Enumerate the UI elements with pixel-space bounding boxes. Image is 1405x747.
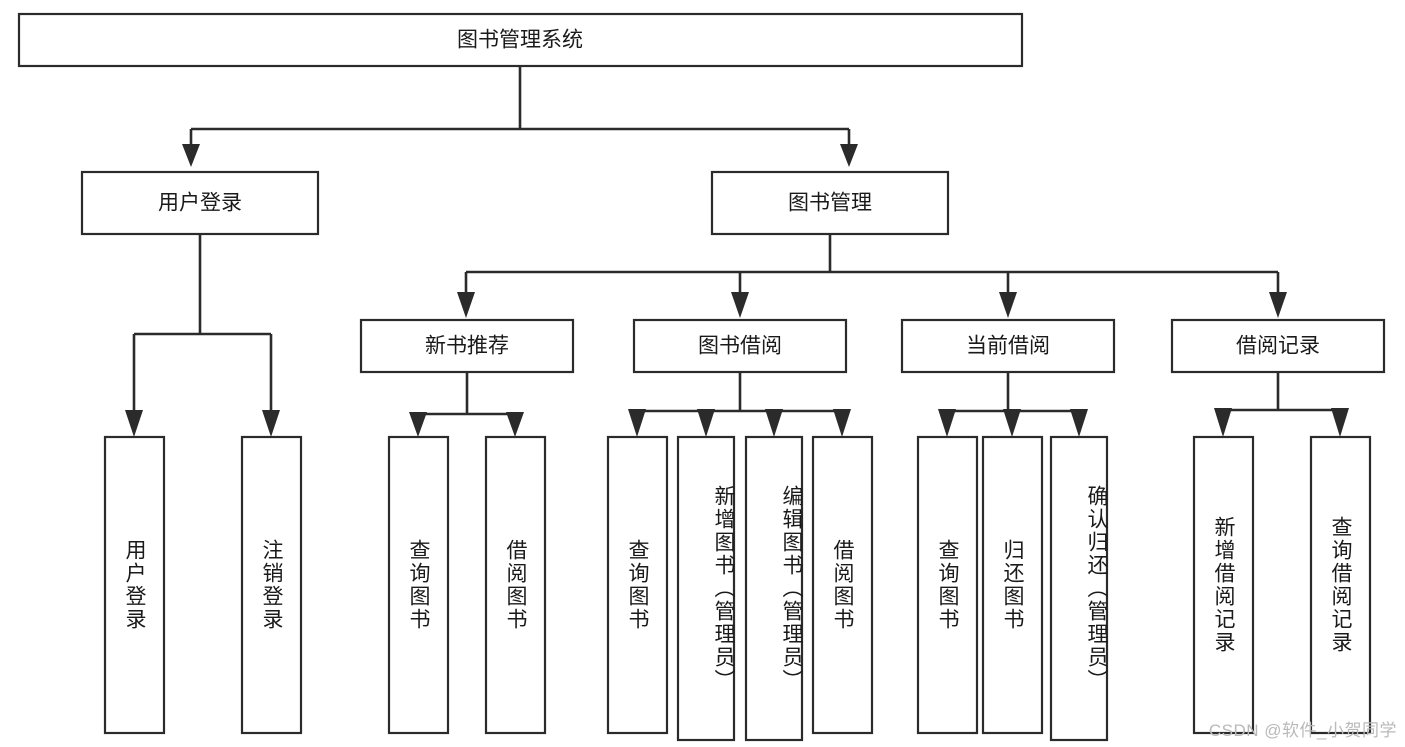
arrowhead-bookmgmt-icon (840, 144, 858, 167)
leaf-box-current-confirm[interactable] (1049, 435, 1109, 742)
arrowhead-userlogin-icon (182, 144, 200, 167)
arrowhead-book-borrow-icon (731, 292, 749, 318)
node-book-borrow-label: 图书借阅 (698, 335, 782, 358)
node-book-borrow[interactable] (632, 318, 848, 374)
leaf-box-newbook-borrow[interactable] (484, 435, 547, 735)
node-borrow-record-label: 借阅记录 (1236, 335, 1320, 358)
node-root-system[interactable] (17, 12, 1024, 68)
arrowhead-currentborrow-leaf2-icon (1003, 409, 1021, 437)
arrowhead-currentborrow-leaf1-icon (938, 409, 956, 437)
node-new-book-recommend-label: 新书推荐 (425, 335, 509, 358)
leaf-box-current-query[interactable] (916, 435, 979, 735)
arrowhead-newbook-leaf1-icon (409, 412, 427, 437)
node-current-borrow[interactable] (900, 318, 1116, 374)
arrowhead-bookborrow-leaf3-icon (765, 409, 783, 437)
leaf-box-borrow-do[interactable] (811, 435, 874, 735)
arrowhead-userlogin-leaf2-icon (262, 410, 280, 437)
node-user-login-label: 用户登录 (158, 192, 242, 215)
arrowhead-borrow-record-icon (1269, 292, 1287, 318)
arrowhead-userlogin-leaf1-icon (125, 410, 143, 437)
arrowhead-current-borrow-icon (999, 292, 1017, 318)
leaf-box-current-return[interactable] (981, 435, 1044, 735)
leaf-box-borrow-add[interactable] (676, 435, 736, 742)
leaf-box-logout[interactable] (240, 435, 303, 735)
node-current-borrow-label: 当前借阅 (966, 335, 1050, 358)
arrowhead-bookborrow-leaf2-icon (697, 409, 715, 437)
node-root-system-label: 图书管理系统 (457, 29, 583, 52)
node-book-management[interactable] (710, 170, 950, 236)
leaf-box-record-query[interactable] (1309, 435, 1372, 735)
arrowhead-borrowrecord-leaf2-icon (1331, 408, 1349, 437)
arrowhead-bookborrow-leaf4-icon (833, 409, 851, 437)
arrowhead-new-book-icon (457, 292, 475, 318)
leaf-box-borrow-edit[interactable] (744, 435, 804, 742)
arrowhead-newbook-leaf2-icon (506, 412, 524, 437)
node-new-book-recommend[interactable] (359, 318, 575, 374)
leaf-box-newbook-query[interactable] (387, 435, 450, 735)
leaf-box-user-login[interactable] (103, 435, 166, 735)
arrowhead-bookborrow-leaf1-icon (628, 409, 646, 437)
node-borrow-record[interactable] (1170, 318, 1386, 374)
arrowhead-currentborrow-leaf3-icon (1070, 409, 1088, 437)
arrowhead-borrowrecord-leaf1-icon (1214, 408, 1232, 437)
node-book-management-label: 图书管理 (788, 192, 872, 215)
leaf-box-record-add[interactable] (1192, 435, 1255, 735)
leaf-box-borrow-query[interactable] (606, 435, 669, 735)
csdn-watermark: CSDN @软件_小贺同学 (1208, 721, 1397, 740)
